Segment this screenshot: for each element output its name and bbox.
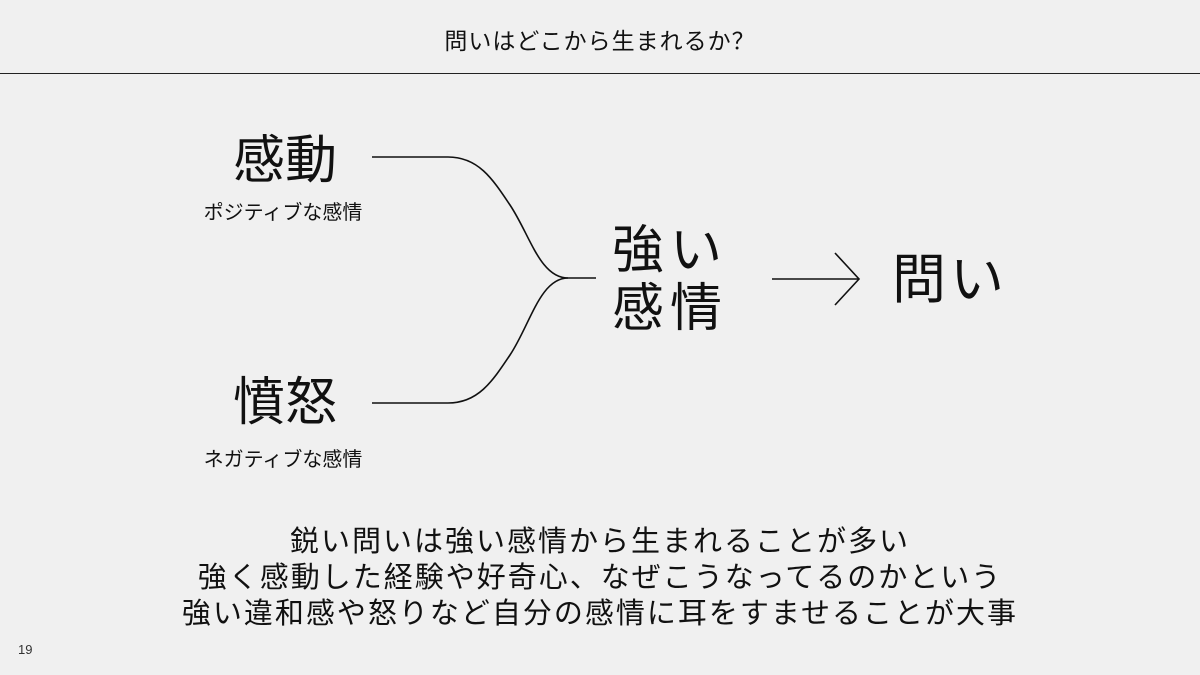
positive-emotion-label: 感動	[232, 131, 337, 191]
negative-emotion-sublabel: ネガティブな感情	[203, 447, 363, 471]
positive-emotion-sublabel: ポジティブな感情	[203, 200, 363, 224]
page-number: 19	[18, 642, 33, 657]
strong-emotion-line-1: 強い	[612, 221, 729, 281]
summary-line-1: 鋭い問いは強い感情から生まれることが多い	[289, 524, 910, 558]
summary-line-2: 強く感動した経験や好奇心、なぜこうなってるのかという	[197, 559, 1003, 594]
summary-line-3: 強い違和感や怒りなど自分の感情に耳をすませることが大事	[181, 595, 1019, 630]
slide-title: 問いはどこから生まれるか？	[444, 29, 756, 55]
result-arrow-head	[834, 252, 861, 306]
title-divider	[0, 73, 1200, 74]
summary-text: 鋭い問いは強い感情から生まれることが多い 強く感動した経験や好奇心、なぜこうなっ…	[150, 524, 1050, 632]
question-result-label: 問い	[892, 248, 1008, 311]
negative-connector-line	[372, 277, 569, 404]
strong-emotion-node: 強い 感情	[612, 221, 742, 340]
positive-connector-line	[372, 156, 569, 279]
negative-emotion-label: 憤怒	[232, 373, 337, 433]
strong-emotion-line-2: 感情	[612, 279, 729, 340]
